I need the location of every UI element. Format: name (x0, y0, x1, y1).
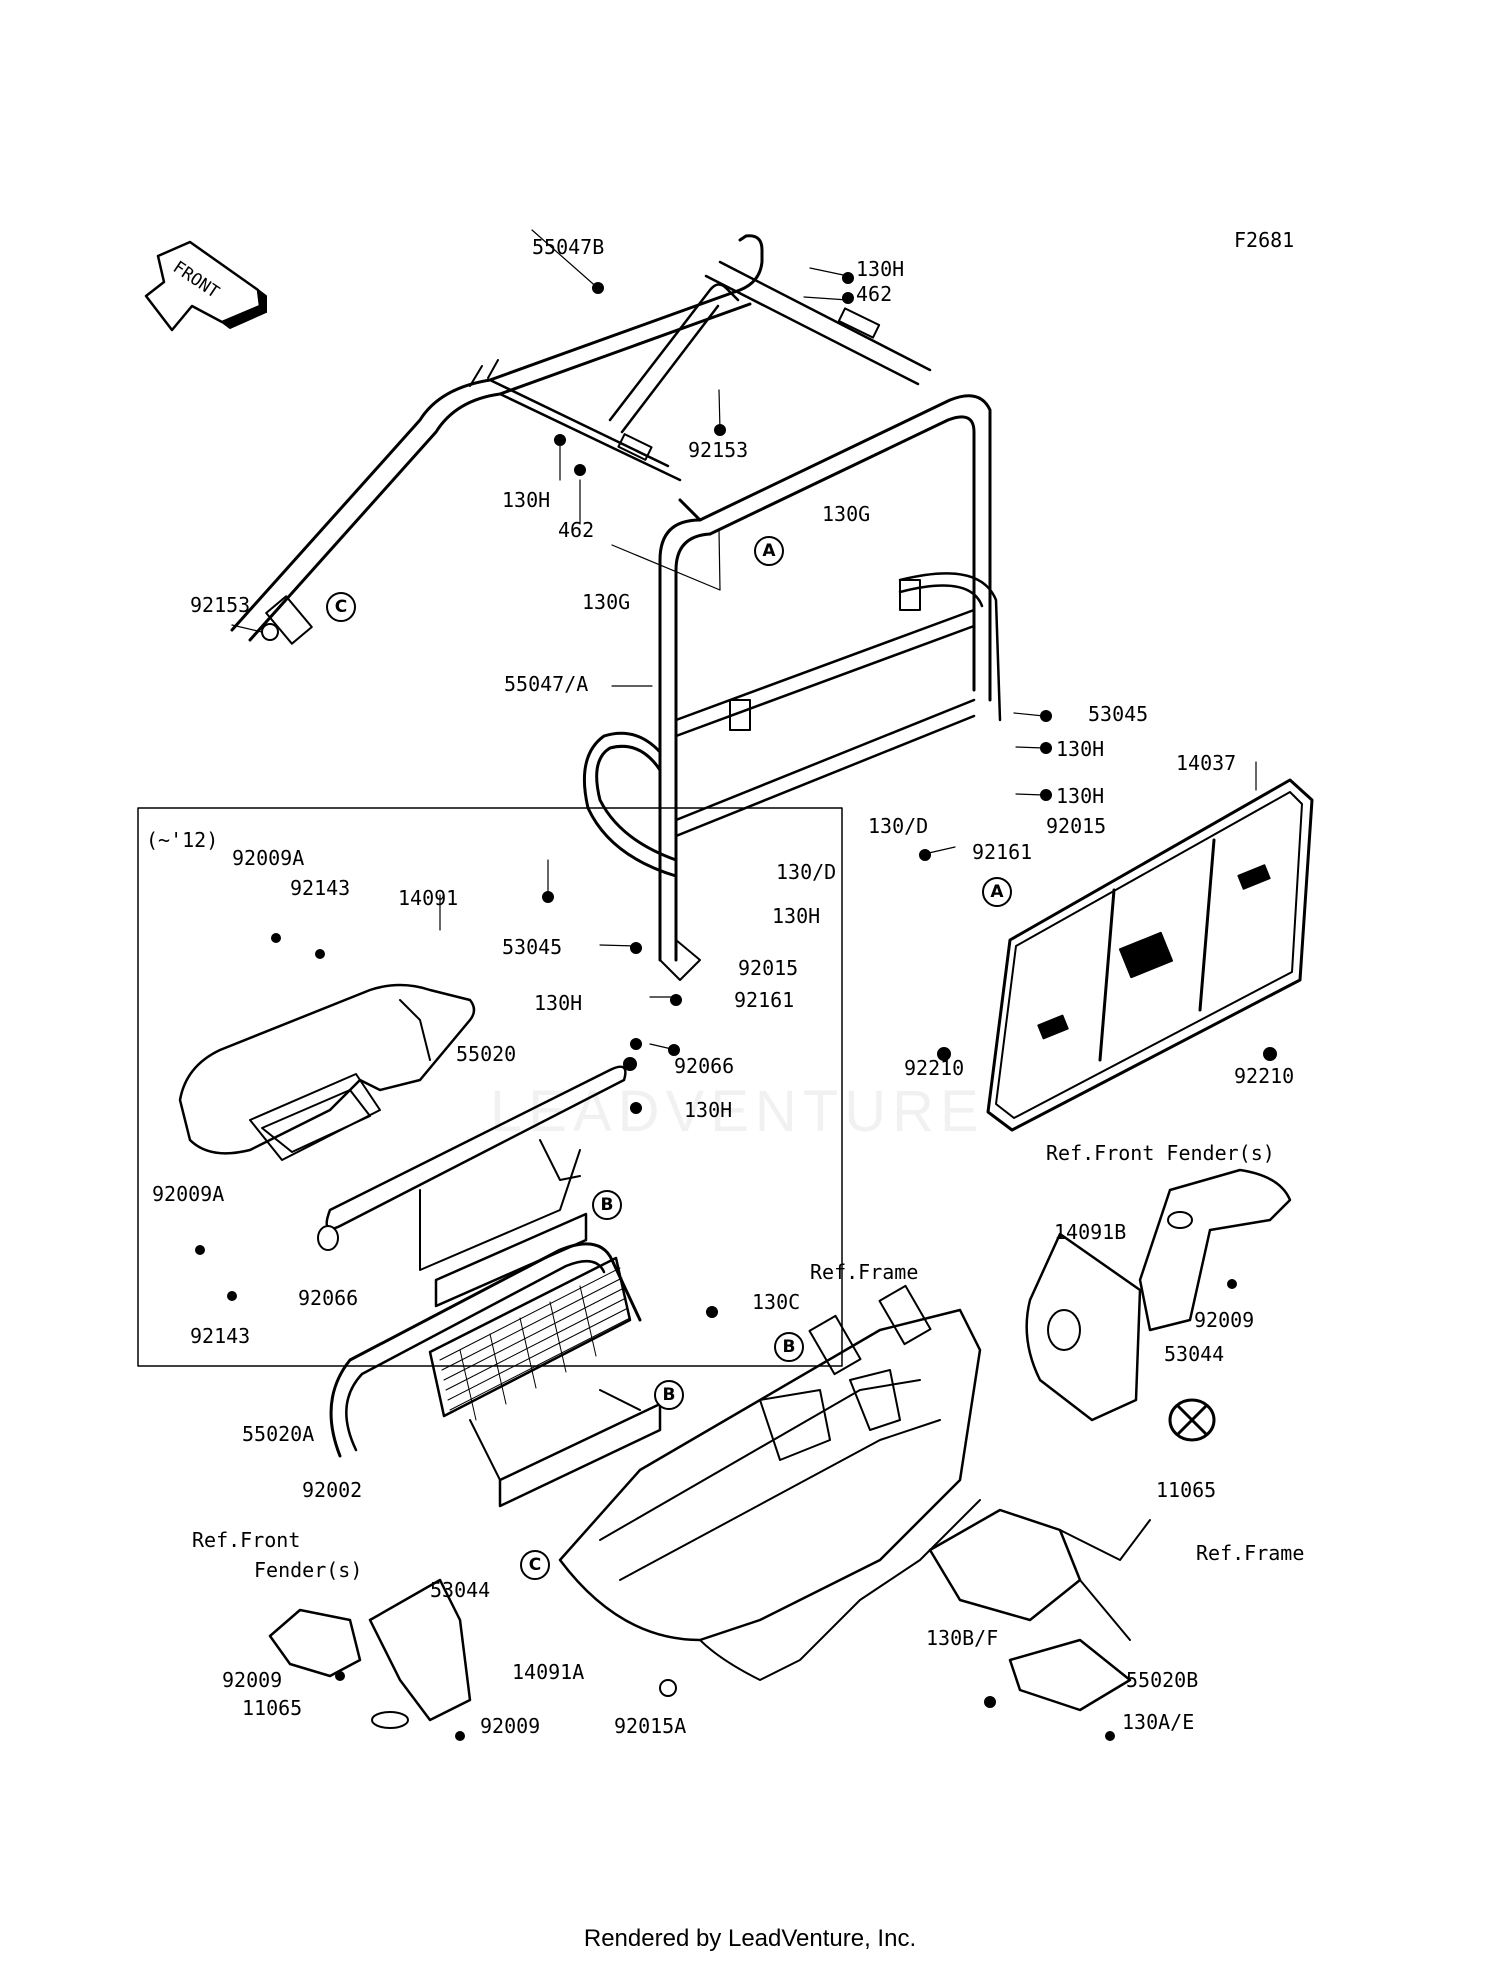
part-130H-g: 130H (684, 1098, 733, 1122)
part-130H-b: 130H (502, 488, 551, 512)
part-53045-a: 53045 (1088, 702, 1149, 726)
part-92153-b: 92153 (190, 593, 251, 617)
hardware-fasteners (195, 272, 1277, 1741)
part-92009A-a: 92009A (232, 846, 305, 870)
ref-frame-center: Ref.Frame (810, 1260, 919, 1284)
part-130H-e: 130H (772, 904, 821, 928)
ref-front-fender-left-line2: Fender(s) (254, 1558, 363, 1582)
callout-c-frame: C (520, 1550, 550, 1580)
part-92009-c: 92009 (480, 1714, 541, 1738)
footer-credit: Rendered by LeadVenture, Inc. (583, 1925, 917, 1952)
part-92066-a: 92066 (674, 1054, 735, 1078)
part-130C: 130C (752, 1290, 801, 1314)
part-55020: 55020 (456, 1042, 517, 1066)
rear-screen-panel (986, 778, 1314, 1132)
part-130G-b: 130G (582, 590, 631, 614)
front-bumper-55020 (317, 1065, 627, 1308)
part-130H-f: 130H (534, 991, 583, 1015)
part-130H-d: 130H (1056, 784, 1105, 808)
part-11065-a: 11065 (1156, 1478, 1217, 1502)
front-fender-left (268, 1578, 472, 1729)
part-92210-b: 92210 (1234, 1064, 1295, 1088)
part-55047B: 55047B (532, 235, 605, 259)
part-92066-b: 92066 (298, 1286, 359, 1310)
part-92143-b: 92143 (190, 1324, 251, 1348)
range-note: (~'12) (146, 828, 219, 852)
part-130H-c: 130H (1056, 737, 1105, 761)
part-130D-b: 130/D (776, 860, 837, 884)
part-92161-b: 92161 (734, 988, 795, 1012)
roll-cage-top (230, 234, 932, 645)
range-box (137, 807, 843, 1367)
part-92009-b: 92009 (222, 1668, 283, 1692)
part-53045-b: 53045 (502, 935, 563, 959)
part-130D-a: 130/D (868, 814, 929, 838)
part-14037: 14037 (1176, 751, 1237, 775)
part-92009A-b: 92009A (152, 1182, 225, 1206)
ref-front-fender-left-line1: Ref.Front (192, 1528, 301, 1552)
part-14091B: 14091B (1054, 1220, 1127, 1244)
part-130BF: 130B/F (926, 1626, 999, 1650)
part-92161-a: 92161 (972, 840, 1033, 864)
part-53044-b: 53044 (430, 1578, 491, 1602)
part-92153-a: 92153 (688, 438, 749, 462)
callout-a-screen: A (982, 877, 1012, 907)
part-55020A: 55020A (242, 1422, 315, 1446)
part-462-a: 462 (856, 282, 893, 306)
frame-reference (558, 1284, 982, 1681)
bracket-14091B (1025, 1232, 1142, 1422)
callout-b-frame: B (774, 1332, 804, 1362)
ref-frame-right: Ref.Frame (1196, 1541, 1305, 1565)
part-92009-a: 92009 (1194, 1308, 1255, 1332)
part-92210-a: 92210 (904, 1056, 965, 1080)
callout-a-top: A (754, 536, 784, 566)
grommet-11065-right (1168, 1398, 1216, 1442)
part-130H-a: 130H (856, 257, 905, 281)
part-92143-a: 92143 (290, 876, 351, 900)
part-55047A: 55047/A (504, 672, 589, 696)
skid-plate-55020B (928, 1508, 1151, 1712)
leader-lines (231, 229, 1257, 1051)
part-53044-a: 53044 (1164, 1342, 1225, 1366)
front-arrow-icon (144, 240, 267, 332)
callout-b-box: B (592, 1190, 622, 1220)
callout-b-bumper: B (654, 1380, 684, 1410)
front-bumper-55020A (329, 1242, 662, 1508)
ref-front-fender-right: Ref.Front Fender(s) (1046, 1141, 1275, 1165)
part-14091A: 14091A (512, 1660, 585, 1684)
figure-code: F2681 (1234, 228, 1295, 252)
part-92002: 92002 (302, 1478, 363, 1502)
part-462-b: 462 (558, 518, 595, 542)
callout-c-top: C (326, 592, 356, 622)
part-130G-a: 130G (822, 502, 871, 526)
part-92015A: 92015A (614, 1714, 687, 1738)
front-fender-right (1138, 1168, 1292, 1332)
front-guard-14091 (178, 983, 476, 1161)
watermark: LEADVENTURE (490, 1079, 985, 1144)
part-14091: 14091 (398, 886, 459, 910)
part-92015-b: 92015 (738, 956, 799, 980)
roll-cage-main (582, 394, 1002, 981)
part-55020B: 55020B (1126, 1668, 1199, 1692)
part-11065-b: 11065 (242, 1696, 303, 1720)
part-92015-a: 92015 (1046, 814, 1107, 838)
part-130AE: 130A/E (1122, 1710, 1195, 1734)
